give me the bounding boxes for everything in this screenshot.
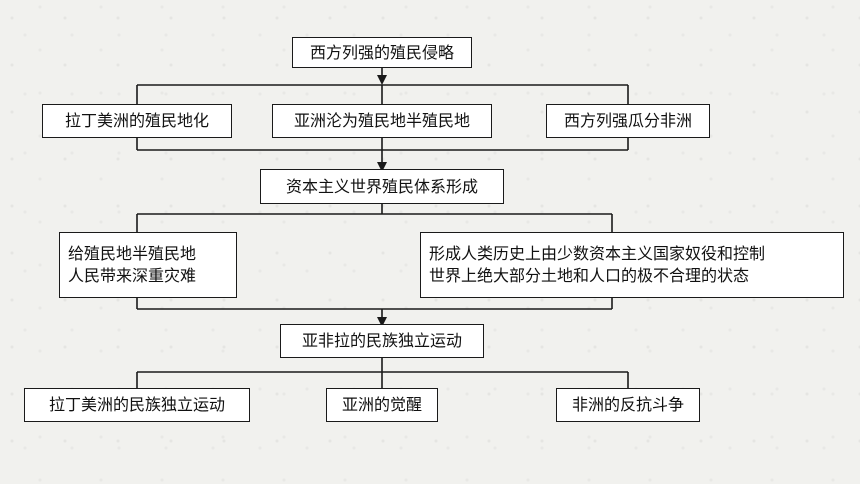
state-line-1: 形成人类历史上由少数资本主义国家奴役和控制 <box>429 244 766 263</box>
node-colonial-aggression: 西方列强的殖民侵略 <box>292 37 472 68</box>
disaster-line-1: 给殖民地半殖民地 <box>68 244 197 263</box>
node-disaster-for-colonies: 给殖民地半殖民地 人民带来深重灾难 <box>59 232 237 298</box>
node-asia-awakening: 亚洲的觉醒 <box>326 388 438 422</box>
node-africa-partition: 西方列强瓜分非洲 <box>546 104 710 138</box>
node-asia-semicolonial: 亚洲沦为殖民地半殖民地 <box>272 104 492 138</box>
node-latin-america-colonization: 拉丁美洲的殖民地化 <box>42 104 232 138</box>
node-unreasonable-state: 形成人类历史上由少数资本主义国家奴役和控制 世界上绝大部分土地和人口的极不合理的… <box>420 232 844 298</box>
node-national-independence: 亚非拉的民族独立运动 <box>280 324 484 358</box>
node-colonial-system-formed: 资本主义世界殖民体系形成 <box>260 169 504 204</box>
node-latin-america-independence: 拉丁美洲的民族独立运动 <box>24 388 250 422</box>
node-africa-resistance: 非洲的反抗斗争 <box>556 388 700 422</box>
state-line-2: 世界上绝大部分土地和人口的极不合理的状态 <box>429 266 750 285</box>
disaster-line-2: 人民带来深重灾难 <box>68 266 197 285</box>
